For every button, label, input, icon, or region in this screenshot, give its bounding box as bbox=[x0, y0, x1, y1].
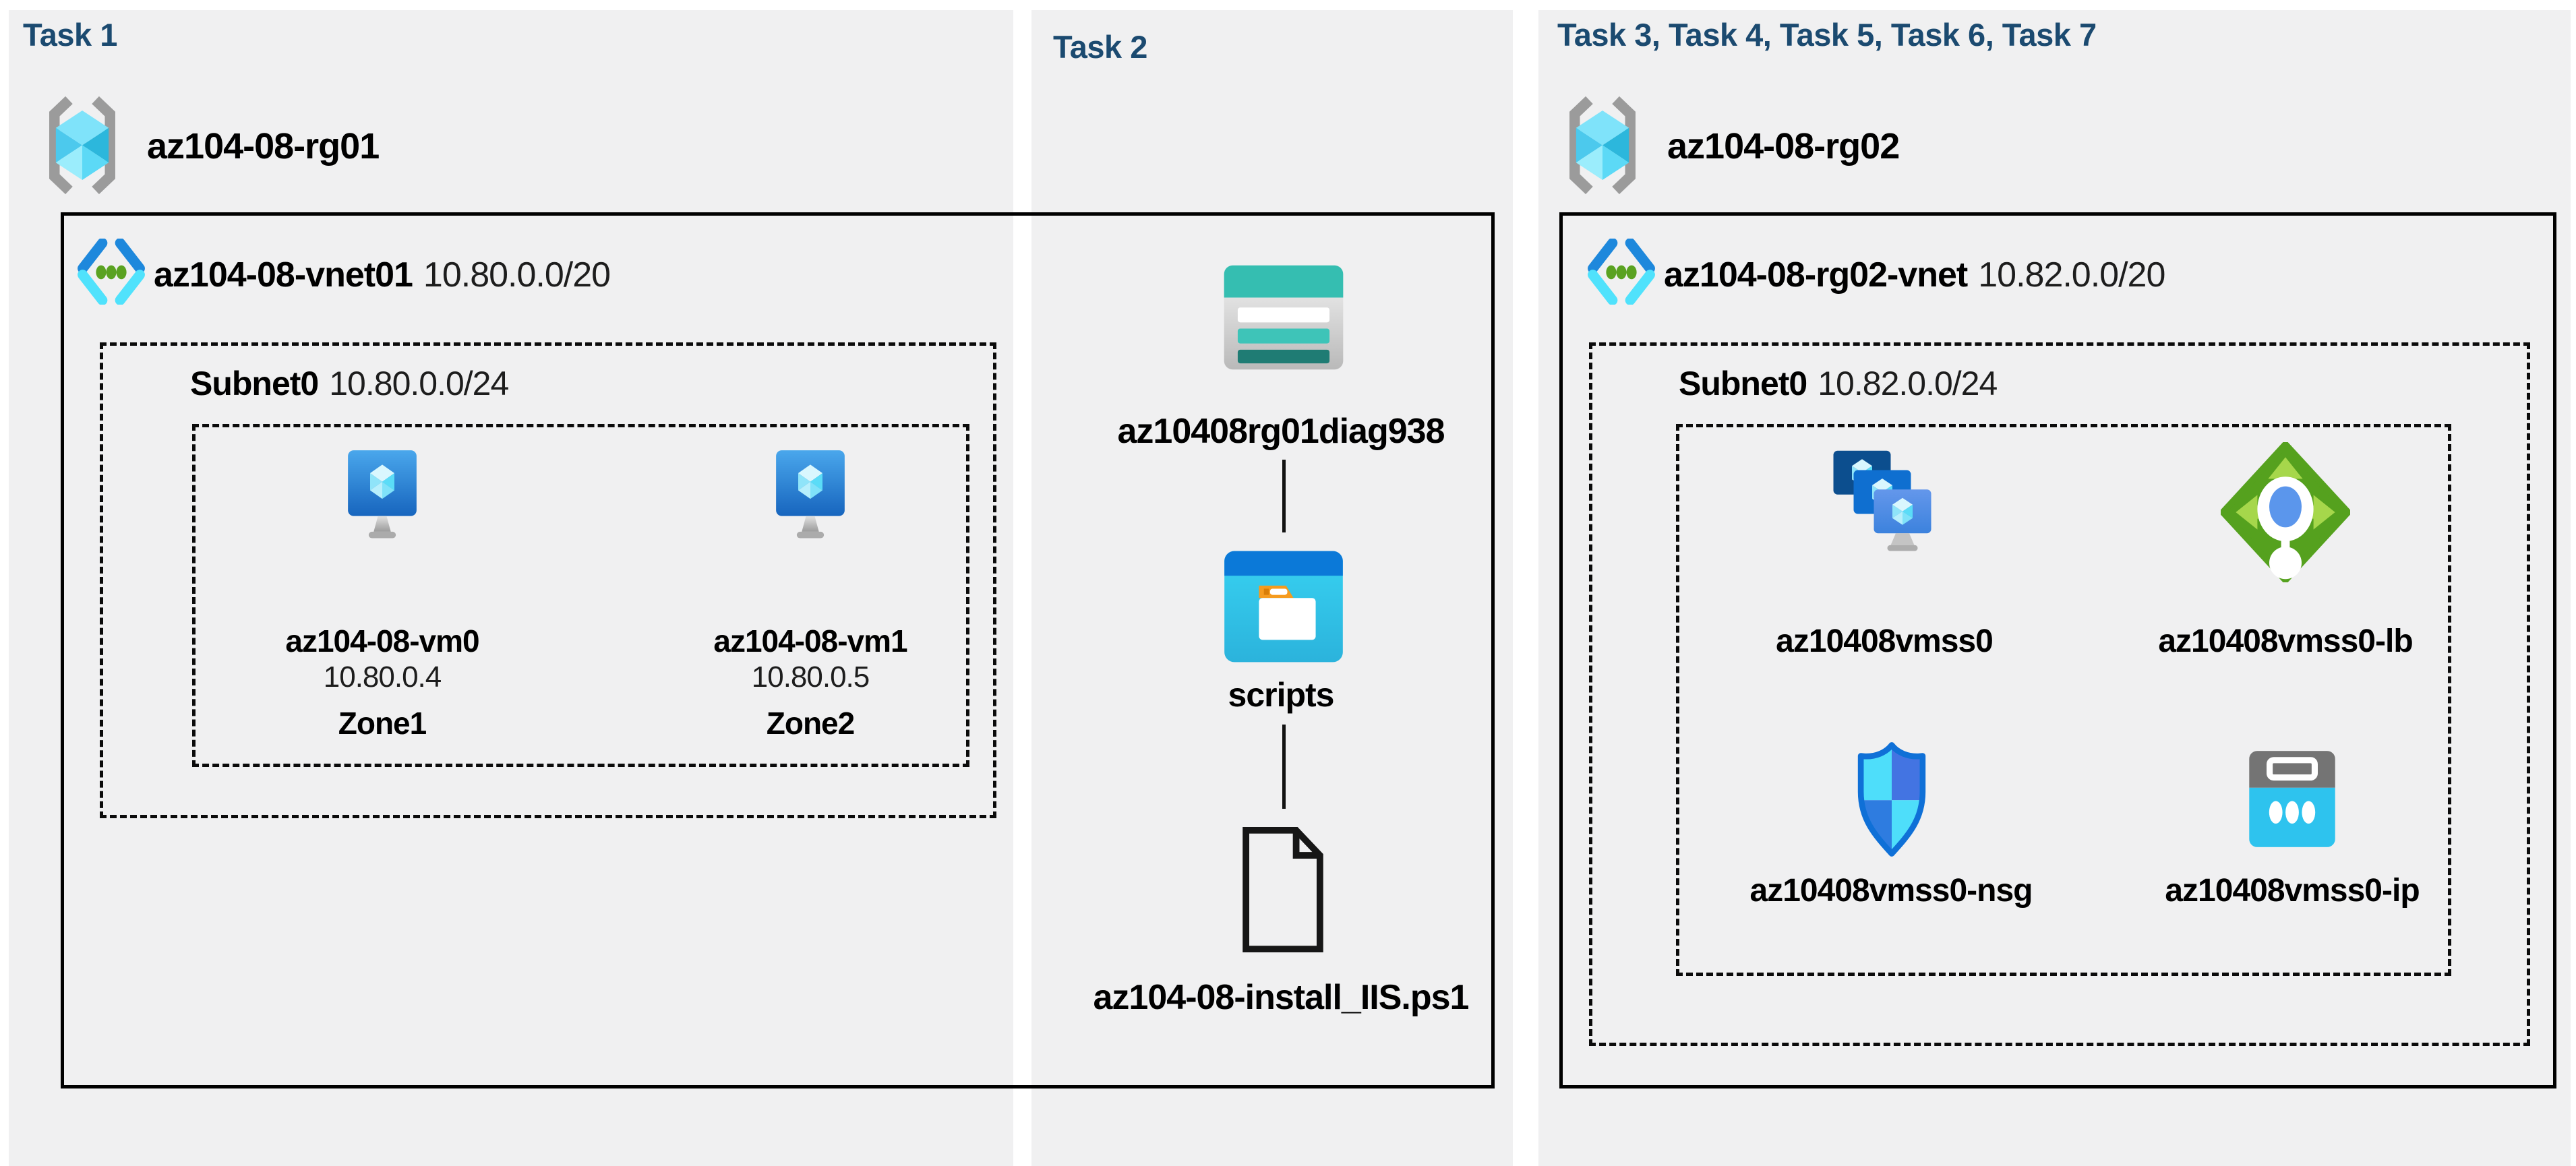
subnet0-box bbox=[100, 342, 996, 818]
container-name: scripts bbox=[1228, 676, 1335, 714]
resource-group-name: az104-08-rg01 bbox=[147, 126, 380, 166]
task2-heading: Task 2 bbox=[1053, 29, 1147, 65]
vm-scale-set-icon bbox=[1833, 450, 1931, 551]
vm-zone: Zone2 bbox=[766, 706, 855, 741]
resource-group-icon bbox=[1569, 96, 1636, 195]
vm-zone: Zone1 bbox=[338, 706, 427, 741]
connector-line bbox=[1282, 460, 1286, 532]
file-name: az104-08-install_IIS.ps1 bbox=[1093, 978, 1470, 1017]
subnet-label: Subnet0 10.82.0.0/24 bbox=[1679, 364, 1998, 403]
task1-heading: Task 1 bbox=[23, 17, 117, 53]
network-security-group-icon bbox=[1857, 742, 1926, 857]
virtual-machine-icon bbox=[776, 450, 845, 539]
vm-name: az104-08-vm0 bbox=[285, 623, 479, 658]
resource-label: az10408vmss0 bbox=[1776, 623, 1994, 659]
resource-label: az10408vmss0-lb bbox=[2158, 623, 2413, 659]
public-ip-icon bbox=[2249, 751, 2335, 847]
subnet-name: Subnet0 bbox=[1679, 365, 1807, 402]
subnet-name: Subnet0 bbox=[190, 365, 319, 402]
vnet-name: az104-08-vnet01 bbox=[154, 255, 413, 295]
resource-label: az10408vmss0-ip bbox=[2165, 873, 2420, 909]
vnet-name: az104-08-rg02-vnet bbox=[1664, 255, 1968, 295]
vm-ip: 10.80.0.4 bbox=[323, 661, 442, 694]
subnet-label: Subnet0 10.80.0.0/24 bbox=[190, 364, 509, 403]
vm-group-box bbox=[192, 424, 969, 767]
vm-name: az104-08-vm1 bbox=[713, 623, 907, 658]
vnet-cidr: 10.80.0.0/20 bbox=[423, 255, 611, 295]
load-balancer-icon bbox=[2221, 442, 2350, 582]
connector-line bbox=[1282, 725, 1286, 809]
task3-heading: Task 3, Task 4, Task 5, Task 6, Task 7 bbox=[1557, 17, 2097, 53]
resource-label: az10408vmss0-nsg bbox=[1749, 873, 2033, 909]
subnet0-box bbox=[1589, 342, 2530, 1046]
blob-container-icon bbox=[1224, 551, 1343, 663]
virtual-network-icon bbox=[1588, 239, 1655, 305]
resource-group-icon bbox=[49, 96, 115, 195]
task1-panel bbox=[9, 10, 1013, 1166]
storage-account-name: az10408rg01diag938 bbox=[1117, 412, 1445, 451]
subnet-cidr: 10.80.0.0/24 bbox=[329, 365, 509, 402]
resource-group-name: az104-08-rg02 bbox=[1667, 126, 1900, 166]
subnet-cidr: 10.82.0.0/24 bbox=[1818, 365, 1998, 402]
storage-account-icon bbox=[1224, 265, 1344, 370]
task3-boundary-box bbox=[1559, 212, 2556, 1088]
virtual-network-icon bbox=[78, 239, 145, 305]
virtual-machine-icon bbox=[348, 450, 417, 539]
task1-task2-boundary-box bbox=[61, 212, 1495, 1088]
vnet-cidr: 10.82.0.0/20 bbox=[1978, 255, 2165, 295]
vm-ip: 10.80.0.5 bbox=[751, 661, 870, 694]
vmss-group-box bbox=[1676, 424, 2451, 976]
file-icon bbox=[1242, 826, 1323, 953]
